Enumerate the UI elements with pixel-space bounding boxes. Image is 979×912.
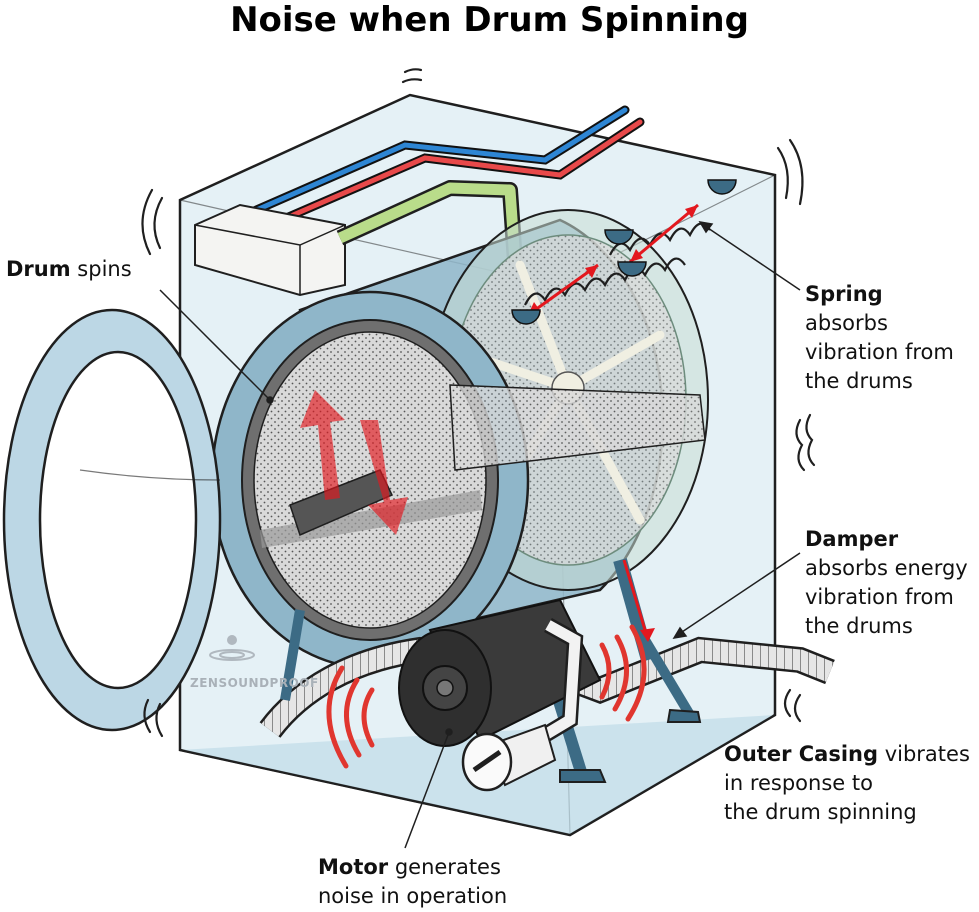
- water-pipes: [240, 105, 645, 230]
- page-title: Noise when Drum Spinning: [230, 0, 749, 40]
- door: [2, 308, 222, 732]
- vibration-marks: [141, 68, 816, 738]
- label-damper-line: the drums: [805, 614, 913, 638]
- label-spring-line: the drums: [805, 369, 913, 393]
- label-spring-bold: Spring: [805, 282, 883, 306]
- leader-lines: [159, 220, 801, 849]
- label-casing: Outer Casing vibrates in response to the…: [724, 740, 970, 827]
- label-damper-bold: Damper: [805, 527, 899, 551]
- spin-arrows: [300, 390, 408, 535]
- label-drum-rest: spins: [70, 257, 132, 281]
- label-casing-line: the drum spinning: [724, 800, 917, 824]
- noise-waves: [326, 624, 647, 769]
- label-casing-rest: vibrates: [878, 742, 970, 766]
- filter-cap: [461, 723, 557, 792]
- label-spring: Spring absorbs vibration from the drums: [805, 280, 954, 396]
- label-damper-line: vibration from: [805, 585, 954, 609]
- watermark-text: ZENSOUNDPROOF: [190, 676, 319, 690]
- motor: [398, 598, 602, 747]
- label-motor-bold: Motor: [318, 855, 389, 879]
- label-spring-line: vibration from: [805, 340, 954, 364]
- label-casing-line: in response to: [724, 771, 873, 795]
- label-motor: Motor generates noise in operation: [318, 853, 507, 911]
- spring: [511, 179, 737, 325]
- label-drum-bold: Drum: [6, 257, 71, 281]
- label-motor-line: noise in operation: [318, 884, 508, 908]
- label-spring-line: absorbs: [805, 311, 888, 335]
- label-damper: Damper absorbs energy vibration from the…: [805, 525, 968, 641]
- watermark-logo: [209, 635, 255, 661]
- label-casing-bold: Outer Casing: [724, 742, 879, 766]
- label-damper-line: absorbs energy: [805, 556, 968, 580]
- drum: [210, 209, 709, 670]
- detergent-box: [194, 203, 346, 297]
- label-drum: Drum spins: [6, 255, 132, 284]
- label-motor-rest: generates: [388, 855, 501, 879]
